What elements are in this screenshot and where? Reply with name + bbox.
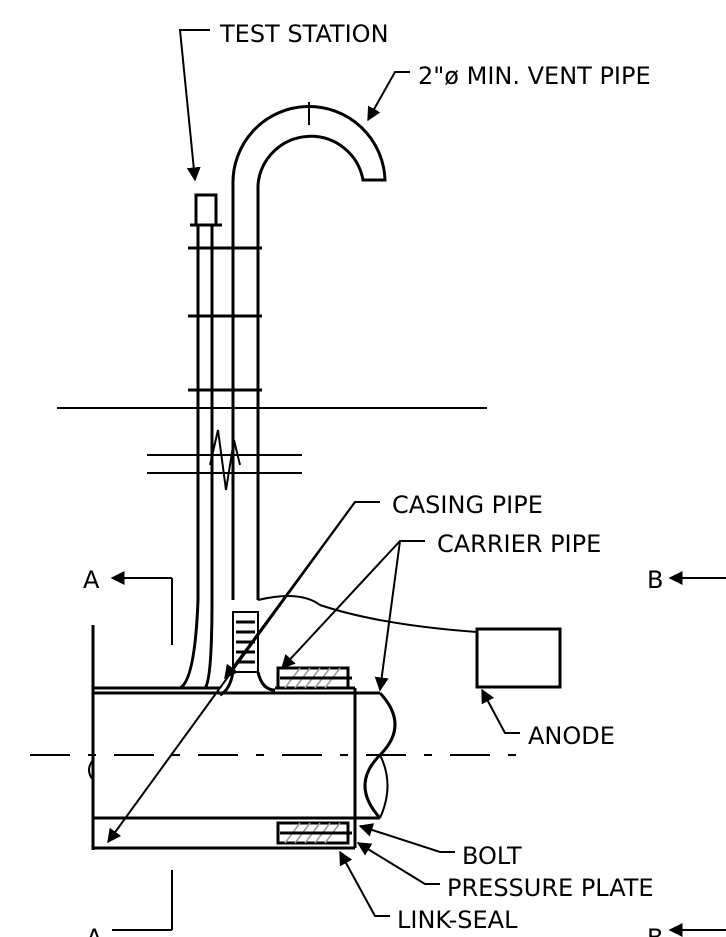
- label-casing-pipe: CASING PIPE: [392, 491, 543, 519]
- label-bolt: BOLT: [462, 842, 522, 870]
- vent-pipe: [219, 102, 387, 697]
- label-section-a-top: A: [83, 566, 100, 594]
- label-link-seal: LINK-SEAL: [397, 906, 518, 934]
- label-test-station: TEST STATION: [219, 20, 389, 48]
- label-section-b-top: B: [647, 566, 663, 594]
- link-seal-bottom: [276, 821, 352, 845]
- break-symbol: [147, 429, 302, 491]
- label-anode: ANODE: [528, 722, 615, 750]
- section-marker-a: [110, 571, 173, 931]
- leader-lines: [107, 29, 520, 917]
- label-section-a-bottom: A: [86, 924, 103, 937]
- break-squiggle: [88, 759, 94, 781]
- casing-pipe: [91, 625, 357, 850]
- test-station: [179, 193, 222, 690]
- pipe-straps: [188, 246, 262, 392]
- label-carrier-pipe: CARRIER PIPE: [437, 530, 601, 558]
- label-section-b-bottom: B: [647, 924, 663, 937]
- label-pressure-plate: PRESSURE PLATE: [447, 874, 654, 902]
- label-vent-pipe: 2"ø MIN. VENT PIPE: [418, 62, 651, 90]
- section-marker-b: [668, 571, 726, 937]
- anode: [257, 595, 562, 689]
- link-seal-top: [276, 666, 352, 690]
